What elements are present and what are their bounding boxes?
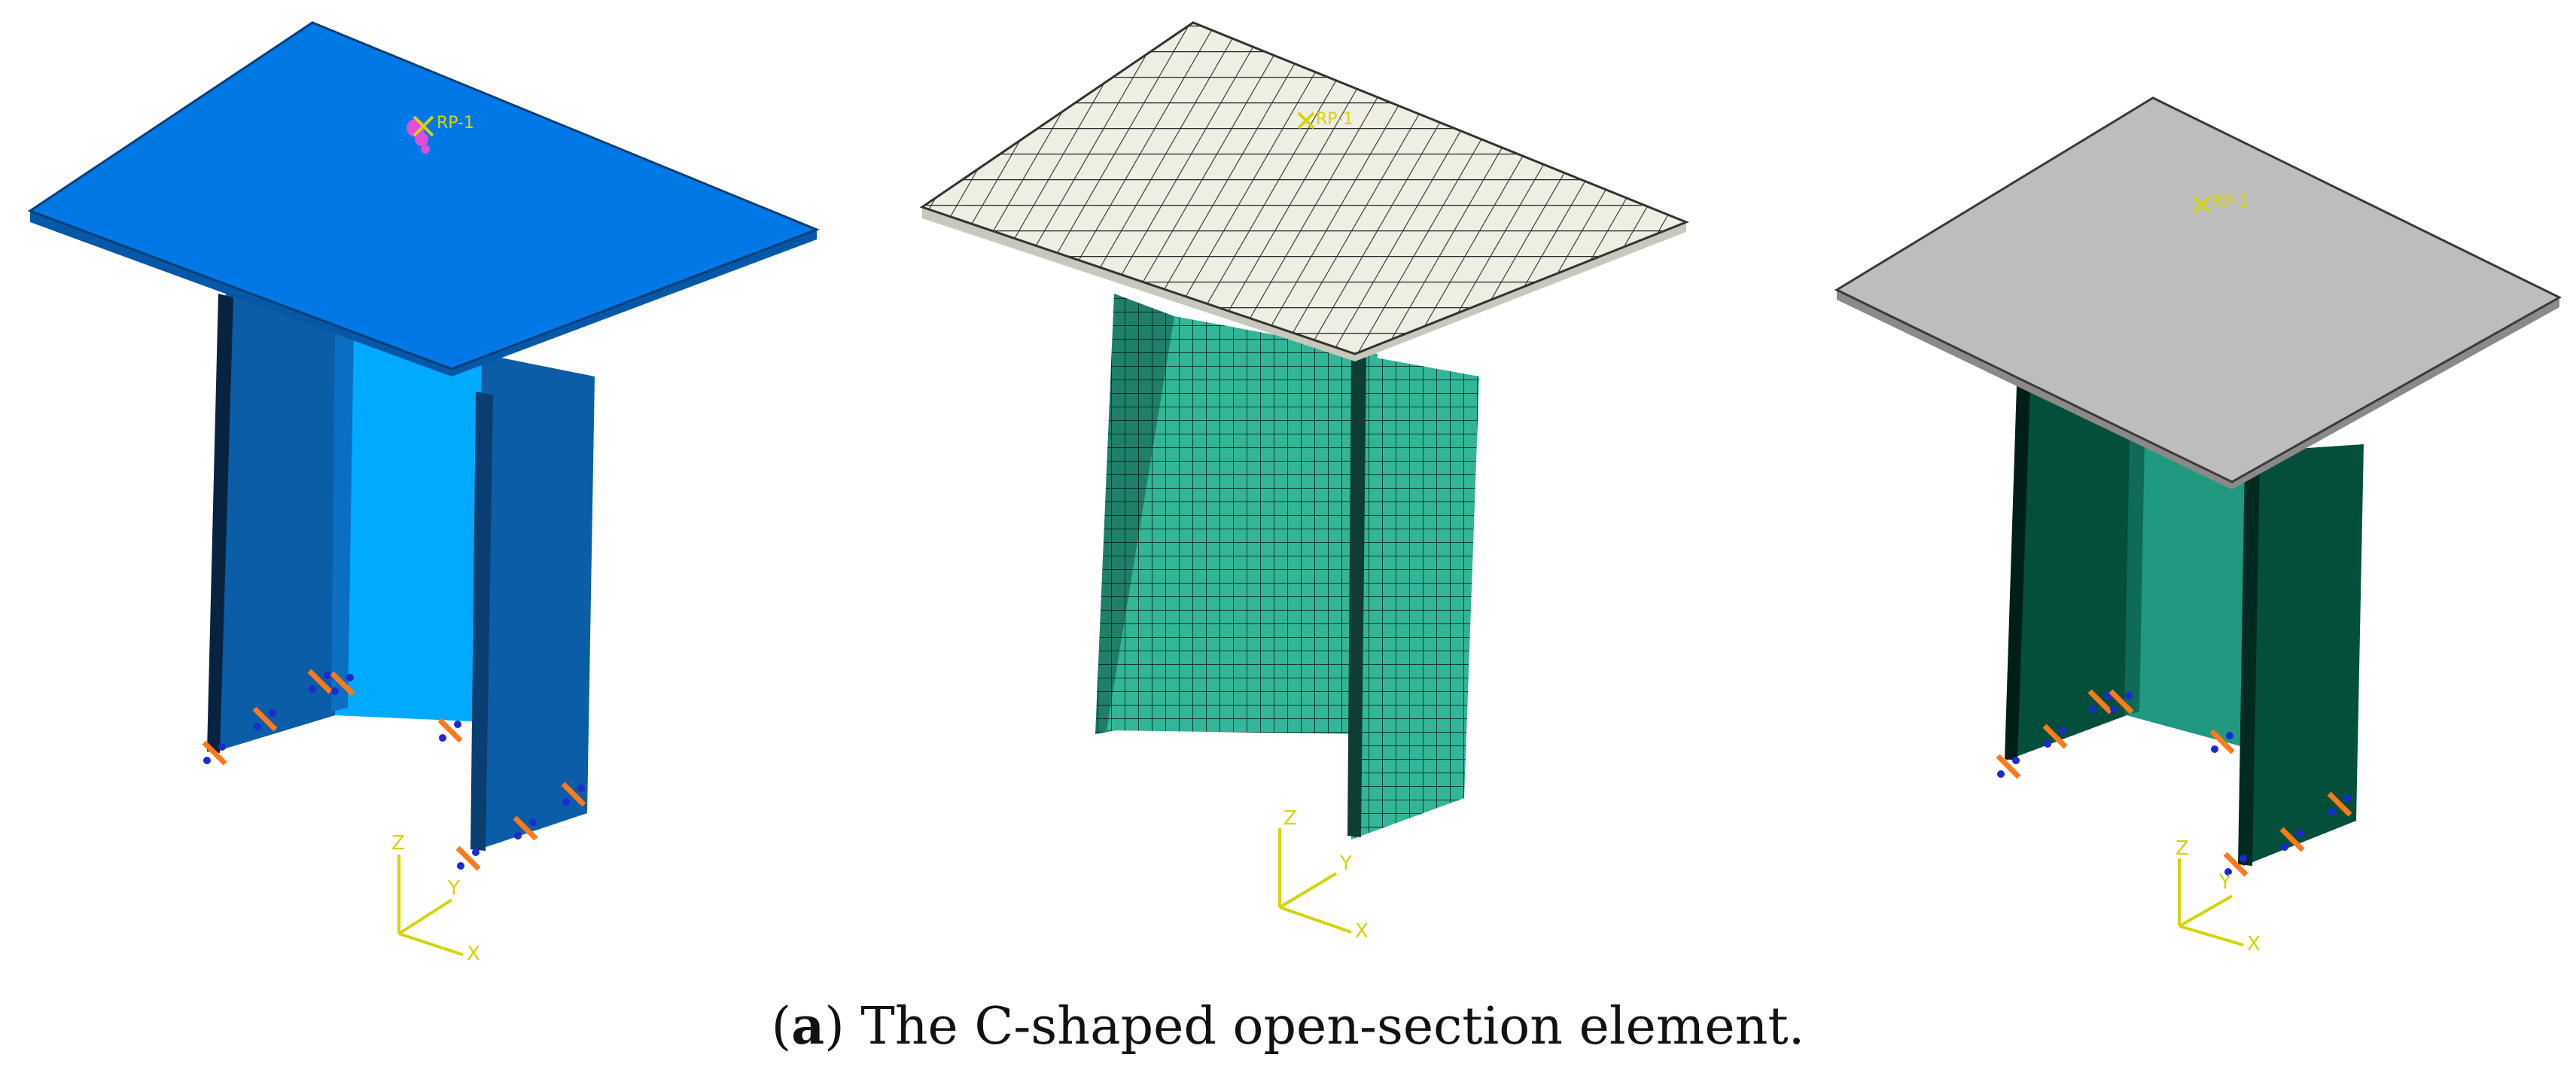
left-flange	[2006, 361, 2134, 760]
figure-caption: (a) The C-shaped open-section element.	[0, 992, 2576, 1060]
rp-marker: RP-1	[406, 114, 474, 154]
c-web-mesh	[1107, 316, 1378, 734]
model-3-gray-green: RP-1 Z Y X	[1834, 96, 2562, 956]
rp-label: RP-1	[437, 114, 474, 133]
left-flange	[211, 294, 339, 753]
rp-label: RP-1	[2212, 193, 2249, 212]
left-flange-edge	[207, 294, 233, 753]
model-2-meshed: RP-1 Z Y X	[919, 21, 1690, 943]
boundary-conditions	[1996, 689, 2352, 877]
axis-triad	[397, 855, 464, 956]
right-flange	[474, 354, 595, 851]
web-fold	[331, 324, 354, 712]
axis-y-label: Y	[2218, 871, 2231, 894]
left-flange-edge	[2005, 361, 2031, 760]
axis-z-label: Z	[2176, 837, 2189, 860]
caption-close-paren: )	[824, 997, 845, 1056]
axis-x-label: X	[2247, 933, 2261, 956]
right-flange-edge-mesh	[1347, 354, 1366, 837]
c-web	[335, 324, 512, 723]
axis-triad	[1278, 828, 1352, 934]
web-fold	[2124, 395, 2145, 715]
axis-triad	[2178, 858, 2244, 946]
right-flange	[2243, 444, 2364, 866]
top-plate	[27, 21, 821, 370]
axis-z-label: Z	[391, 832, 405, 855]
axis-z-label: Z	[1283, 807, 1297, 830]
rp-label: RP-1	[1316, 110, 1353, 129]
boundary-conditions	[202, 669, 586, 871]
axis-x-label: X	[467, 943, 480, 965]
axis-y-label: Y	[447, 877, 460, 900]
axis-y-label: Y	[1339, 852, 1352, 875]
right-flange-mesh	[1351, 354, 1479, 840]
caption-open-paren: (	[771, 997, 792, 1056]
rp-marker: RP-1	[2193, 193, 2249, 214]
rp-marker: RP-1	[1297, 110, 1353, 130]
top-plate	[1834, 96, 2562, 483]
right-flange-edge	[2238, 459, 2260, 866]
right-flange-edge	[470, 392, 493, 851]
caption-text: The C-shaped open-section element.	[844, 997, 1805, 1056]
axis-x-label: X	[1355, 920, 1369, 943]
top-plate-mesh	[919, 21, 1690, 355]
model-1-blue: RP-1 Z Y X	[27, 21, 821, 965]
caption-letter: a	[791, 996, 825, 1056]
